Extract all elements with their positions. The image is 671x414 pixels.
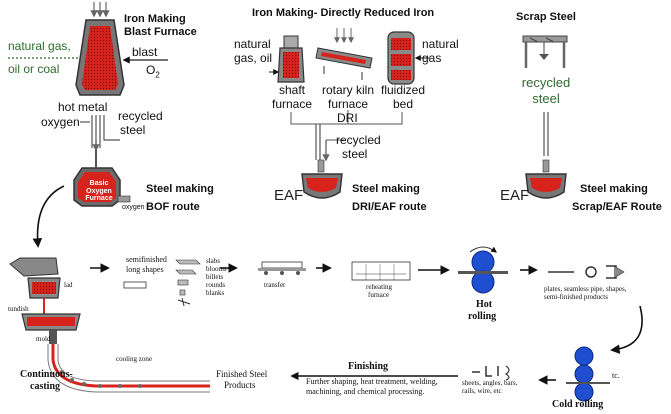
bof-oxygen: oxygen [122,204,145,211]
dri-kiln-2: furnace [327,97,369,111]
blast-furnace-icon [75,2,125,96]
dri-fuel-2: gas, oil [234,51,273,65]
dri-shaft-2: furnace [271,97,313,111]
shape-blanks: blanks [206,289,225,297]
cc-label-1: Continuous- [20,369,73,380]
lad-label: lad [64,281,73,289]
bf-fuel-1: natural gas, [8,39,71,53]
bf-o2: O2 [146,64,160,80]
reheat-label-1: reheating [366,283,393,291]
hot-rolling-label-2: rolling [468,311,497,322]
bf-o2-sub: 2 [155,70,160,80]
cold-products-2: rails, wire, etc [462,387,502,395]
dri-label: DRI [337,111,358,125]
ladle-icon [9,257,61,314]
dri-eaf: EAF [274,187,304,204]
bf-blast: blast [132,45,158,59]
bf-hot-metal: hot metal [58,100,108,114]
tundish-label: tundish [8,305,29,313]
dri-bed-2: bed [392,97,414,111]
bof-to-casting-arrow [32,185,65,248]
dri-title: Iron Making- Directly Reduced Iron [252,7,435,19]
scrap-eaf-icon [525,159,567,199]
dri-step-2: DRI/EAF route [352,201,427,213]
mold-label: mold [36,335,51,343]
cc-label-2: casting [30,381,60,392]
shape-blooms: blooms [206,265,227,273]
bof-vessel-icon [73,150,131,207]
shaft-furnace-icon [277,35,305,83]
semifinished-bar [123,281,147,289]
bf-title-2: Blast Furnace [124,26,197,38]
finishing-label: Finishing [348,361,389,372]
cold-products-1: sheets, angles, bars, [462,379,518,387]
hot-rolling-rollers-icon [458,246,508,294]
hot-products-icons [548,265,625,279]
cold-etc: tc. [612,371,620,380]
scrap-eaf: EAF [500,187,530,204]
scrap-title: Scrap Steel [516,11,576,23]
shapes-icons [175,259,201,307]
hot-to-cold-arrow [610,305,643,354]
dri-recycled-2: steel [342,147,368,161]
dri-eaf-icon [301,159,343,199]
finished-products-1: Finished Steel [216,369,268,379]
dri-step-1: Steel making [352,183,420,195]
mold-strand-icon [47,330,210,393]
dri-gas-2: gas [422,51,442,65]
dri-kiln-1: rotary kiln [321,83,374,97]
hot-rolling-label-1: Hot [476,299,493,310]
scrap-rec-1: recycled [521,75,571,90]
scrap-step-1: Steel making [580,183,648,195]
crane-icon [522,35,568,68]
bf-o2-main: O [146,63,156,77]
shape-slabs: slabs [206,257,220,265]
shape-rounds: rounds [206,281,226,289]
bof-step-2: BOF route [146,201,200,213]
scrap-rec-2: steel [532,91,560,106]
bf-oxygen: oxygen [41,115,80,129]
bf-fuel-2: oil or coal [8,62,60,76]
shape-billets: billets [206,273,224,281]
semi-label-1: semifinished [126,255,167,264]
tundish-icon [21,313,81,331]
cold-rolling-label: Cold rolling [552,399,604,410]
cold-products-icons [472,365,510,381]
transfer-table-icon [258,261,306,275]
bf-title-1: Iron Making [124,13,186,25]
finishing-desc-1: Further shaping, heat treatment, welding… [306,377,438,386]
dri-shaft-1: shaft [278,83,305,97]
scrap-step-2: Scrap/EAF Route [572,201,662,213]
dri-gas-1: natural [422,37,459,51]
dri-bed-1: fluidized [380,83,426,97]
finished-products-2: Products [224,380,256,390]
dri-recycled-1: recycled [336,133,381,147]
cold-rolling-rollers-icon [566,346,610,402]
dri-fuel-1: natural [234,37,271,51]
reheat-label-2: furnace [368,291,389,299]
transfer-label: transfer [264,281,286,289]
bof-label: Basic Oxygen Furnace [85,180,113,203]
fluidized-bed-icon [387,31,415,85]
semi-label-2: long shapes [126,265,164,274]
finishing-desc-2: machining, and chemical processing. [306,387,425,396]
bf-recycled-2: steel [120,123,146,137]
rotary-kiln-icon [315,28,373,80]
hot-products-1: plates, seamless pipe, shapes, [544,285,627,293]
cooling-zone-label: cooling zone [116,355,152,363]
hot-products-2: semi-finished products [544,293,608,301]
bof-step-1: Steel making [146,183,214,195]
reheating-furnace-icon [351,261,411,281]
bf-recycled-1: recycled [118,109,163,123]
